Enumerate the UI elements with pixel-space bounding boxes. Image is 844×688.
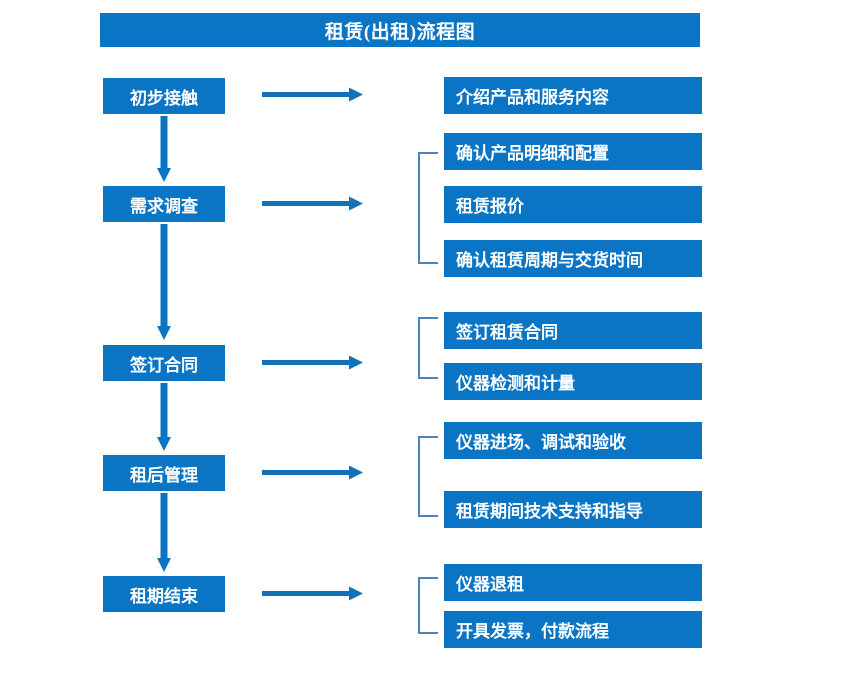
detail-label-g5-1: 仪器退租 [456, 575, 524, 594]
stage-label-5: 租期结束 [130, 586, 198, 606]
detail-label-g2-3: 确认租赁周期与交货时间 [456, 251, 643, 270]
detail-label-g2-2: 租赁报价 [456, 197, 524, 216]
bracket-group-4 [418, 436, 438, 517]
detail-label-g4-1: 仪器进场、调试和验收 [456, 433, 626, 452]
detail-box-g1-1[interactable]: 介绍产品和服务内容 [444, 77, 702, 114]
chart-title-banner: 租赁(出租)流程图 [100, 13, 700, 47]
detail-label-g1-1: 介绍产品和服务内容 [456, 88, 609, 107]
detail-label-g3-2: 仪器检测和计量 [456, 374, 575, 393]
bracket-group-2 [418, 152, 438, 264]
detail-box-g3-1[interactable]: 签订租赁合同 [444, 312, 702, 349]
arrow-right-stage1 [262, 86, 364, 103]
bracket-group-3 [418, 317, 438, 379]
stage-box-4[interactable]: 租后管理 [103, 455, 225, 491]
detail-box-g2-2[interactable]: 租赁报价 [444, 186, 702, 223]
detail-box-g2-1[interactable]: 确认产品明细和配置 [444, 133, 702, 170]
stage-label-2: 需求调查 [130, 196, 198, 216]
stage-label-3: 签订合同 [130, 355, 198, 375]
arrow-down-stage1-stage2 [156, 116, 172, 184]
detail-label-g4-2: 租赁期间技术支持和指导 [456, 502, 643, 521]
arrow-right-stage3 [262, 354, 364, 371]
arrow-down-stage4-stage5 [156, 493, 172, 574]
stage-box-1[interactable]: 初步接触 [103, 78, 225, 114]
stage-box-3[interactable]: 签订合同 [103, 345, 225, 381]
stage-label-4: 租后管理 [130, 465, 198, 485]
stage-label-1: 初步接触 [130, 88, 198, 108]
stage-box-5[interactable]: 租期结束 [103, 576, 225, 612]
arrow-down-stage2-stage3 [156, 224, 172, 342]
detail-box-g5-1[interactable]: 仪器退租 [444, 564, 702, 601]
arrow-down-stage3-stage4 [156, 383, 172, 453]
detail-box-g5-2[interactable]: 开具发票，付款流程 [444, 611, 702, 648]
detail-label-g3-1: 签订租赁合同 [456, 323, 558, 342]
detail-label-g5-2: 开具发票，付款流程 [456, 622, 609, 641]
detail-box-g4-1[interactable]: 仪器进场、调试和验收 [444, 422, 702, 459]
detail-box-g3-2[interactable]: 仪器检测和计量 [444, 363, 702, 400]
arrow-right-stage4 [262, 464, 364, 481]
bracket-group-5 [418, 577, 438, 634]
detail-box-g2-3[interactable]: 确认租赁周期与交货时间 [444, 240, 702, 277]
arrow-right-stage5 [262, 585, 364, 602]
page-title: 租赁(出租)流程图 [324, 21, 476, 43]
detail-label-g2-1: 确认产品明细和配置 [456, 144, 609, 163]
stage-box-2[interactable]: 需求调查 [103, 186, 225, 222]
detail-box-g4-2[interactable]: 租赁期间技术支持和指导 [444, 491, 702, 528]
arrow-right-stage2 [262, 195, 364, 212]
